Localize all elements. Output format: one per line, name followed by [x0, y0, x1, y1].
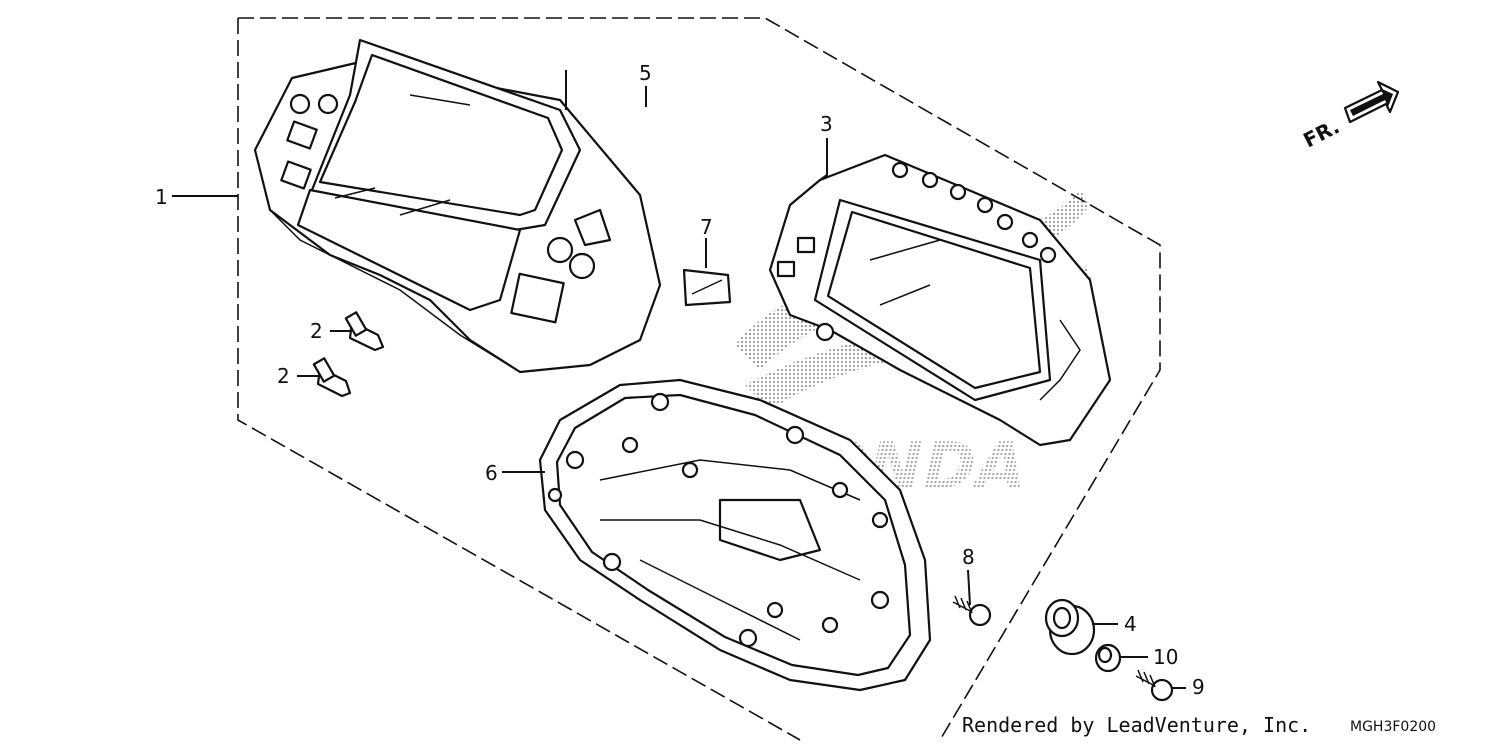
direction-label: FR.	[1299, 114, 1343, 152]
screw-8	[952, 595, 992, 627]
meter-board	[768, 153, 1112, 447]
callout-9: 9	[1192, 675, 1205, 699]
bulb-upper	[344, 311, 385, 352]
callout-3: 3	[820, 112, 833, 136]
callout-4: 4	[1124, 612, 1137, 636]
callout-2-upper: 2	[310, 319, 323, 343]
callout-labels: 1 2 2 3 4 5 6 7 8 9 10	[155, 61, 1205, 699]
assembly-outline	[237, 17, 1161, 741]
callout-5: 5	[639, 61, 652, 85]
screw-9	[1135, 669, 1174, 702]
drawing-code: MGH3F0200	[1350, 719, 1436, 735]
meter-label-plate	[682, 268, 732, 307]
meter-cover	[253, 38, 662, 374]
callout-10: 10	[1153, 645, 1178, 669]
callout-6: 6	[485, 461, 498, 485]
meter-case	[538, 378, 932, 692]
collar-10	[1094, 643, 1122, 673]
leader-lines	[172, 70, 1186, 689]
callout-7: 7	[700, 215, 713, 239]
grommet-4	[1044, 598, 1096, 656]
front-direction-arrow: FR.	[1299, 80, 1400, 152]
callout-8: 8	[962, 545, 975, 569]
callout-1: 1	[155, 185, 168, 209]
render-credit: Rendered by LeadVenture, Inc.	[962, 713, 1311, 737]
callout-2-lower: 2	[277, 364, 290, 388]
bulb-lower	[312, 357, 352, 398]
